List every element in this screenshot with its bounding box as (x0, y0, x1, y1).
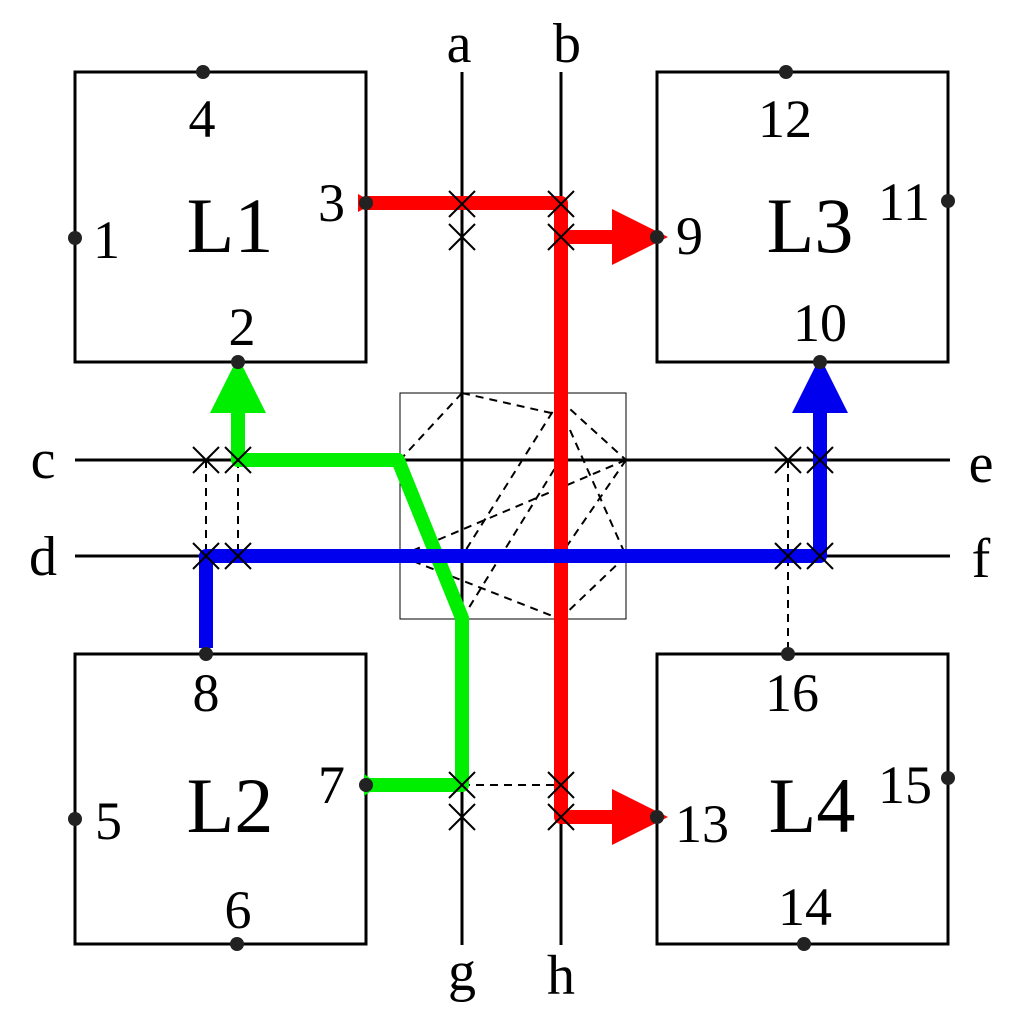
route-green (210, 357, 469, 796)
bus-label-b: b (553, 13, 581, 75)
block-label: L2 (187, 762, 274, 849)
pin-label-8: 8 (193, 663, 220, 723)
bus-label-h: h (547, 945, 575, 1007)
bus-labels: a b c d e f g h (29, 13, 993, 1007)
pin-label-2: 2 (229, 297, 256, 357)
pin-label-15: 15 (878, 755, 932, 815)
pin-label-6: 6 (225, 880, 252, 940)
bus-label-f: f (972, 528, 991, 590)
pin-label-5: 5 (95, 791, 122, 851)
bus-label-e: e (969, 433, 994, 495)
pin-label-16: 16 (765, 663, 819, 723)
pin-label-9: 9 (676, 206, 703, 266)
block-label: L3 (767, 182, 854, 269)
pin-label-10: 10 (793, 293, 847, 353)
block-L2: L2 (73, 652, 368, 946)
bus-label-a: a (447, 13, 472, 75)
block-L1: L1 (73, 70, 368, 364)
pin-label-11: 11 (878, 172, 930, 232)
pin-label-4: 4 (189, 89, 216, 149)
pin-label-12: 12 (758, 89, 812, 149)
bus-label-g: g (448, 941, 476, 1003)
route-blue (199, 357, 848, 648)
dashed-links (205, 202, 789, 786)
pin-label-7: 7 (318, 755, 345, 815)
block-label: L4 (769, 762, 856, 849)
pin-label-14: 14 (778, 877, 832, 937)
pin-label-13: 13 (675, 794, 729, 854)
pin-dots (68, 65, 955, 951)
bus-label-c: c (31, 429, 56, 491)
bus-label-d: d (29, 526, 57, 588)
crosspoint-marks (192, 190, 834, 831)
pin-label-3: 3 (318, 173, 345, 233)
pin-label-1: 1 (93, 210, 120, 270)
pin-labels: 1 2 3 4 5 6 7 8 9 10 11 12 13 14 15 16 (93, 89, 932, 940)
switch-matrix (399, 392, 627, 620)
block-label: L1 (187, 182, 274, 269)
